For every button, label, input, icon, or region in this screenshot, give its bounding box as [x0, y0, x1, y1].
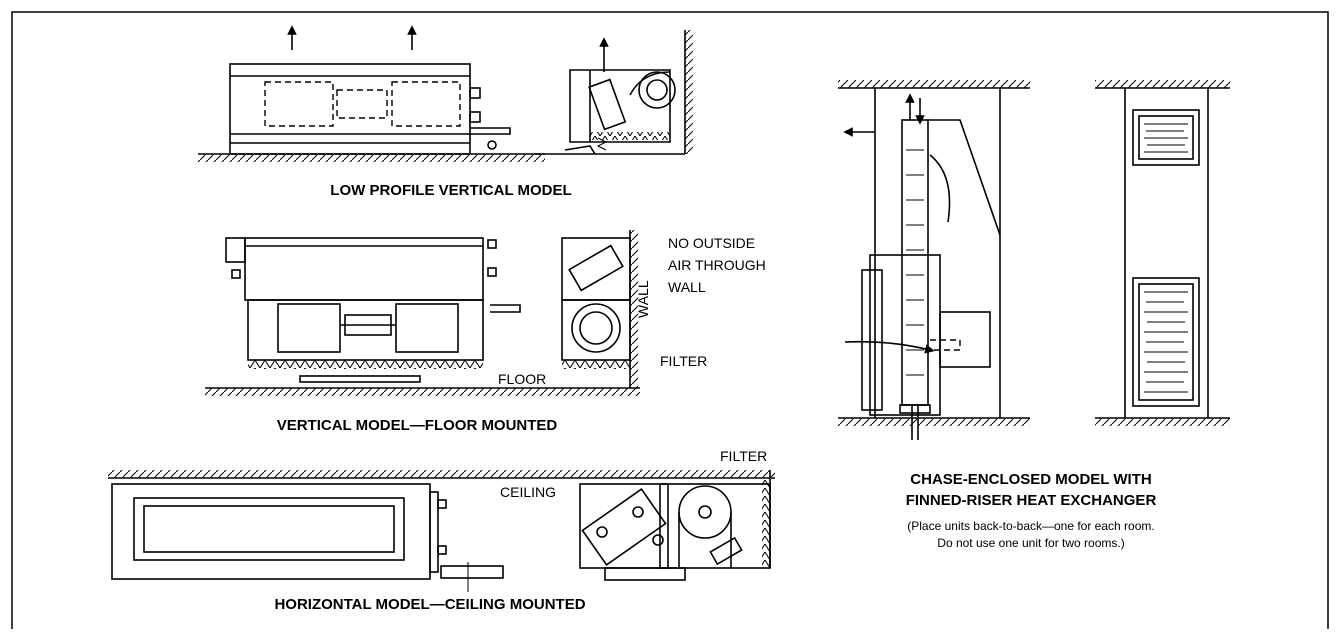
label-floor: FLOOR	[498, 371, 546, 387]
low-profile-vertical-front	[198, 25, 545, 162]
chase-enclosed-front	[1095, 80, 1230, 426]
low-profile-vertical-side	[535, 30, 693, 155]
label-ceiling: CEILING	[500, 484, 556, 500]
label-filter-horizontal: FILTER	[720, 448, 767, 464]
label-no-outside-1: NO OUTSIDE	[668, 235, 755, 251]
caption-horizontal-ceiling: HORIZONTAL MODEL—CEILING MOUNTED	[274, 596, 585, 613]
note-line2: Do not use one unit for two rooms.)	[937, 536, 1124, 550]
label-no-outside-3: WALL	[668, 279, 706, 295]
caption-low-profile: LOW PROFILE VERTICAL MODEL	[330, 182, 571, 199]
vertical-floor-labels: NO OUTSIDE AIR THROUGH WALL WALL FILTER …	[498, 235, 766, 387]
label-wall: WALL	[635, 280, 651, 318]
note-line1: (Place units back-to-back—one for each r…	[907, 519, 1154, 533]
caption-chase-line2: FINNED-RISER HEAT EXCHANGER	[906, 492, 1157, 509]
vertical-floor-front	[205, 237, 640, 396]
label-no-outside-2: AIR THROUGH	[668, 257, 766, 273]
horizontal-ceiling-unit	[108, 470, 775, 592]
chase-enclosed-section	[838, 80, 1030, 440]
caption-vertical-floor: VERTICAL MODEL—FLOOR MOUNTED	[277, 417, 558, 434]
horizontal-ceiling-side	[579, 470, 771, 581]
vertical-floor-side	[561, 230, 638, 388]
caption-chase-line1: CHASE-ENCLOSED MODEL WITH	[910, 471, 1151, 488]
label-filter-vertical: FILTER	[660, 353, 707, 369]
